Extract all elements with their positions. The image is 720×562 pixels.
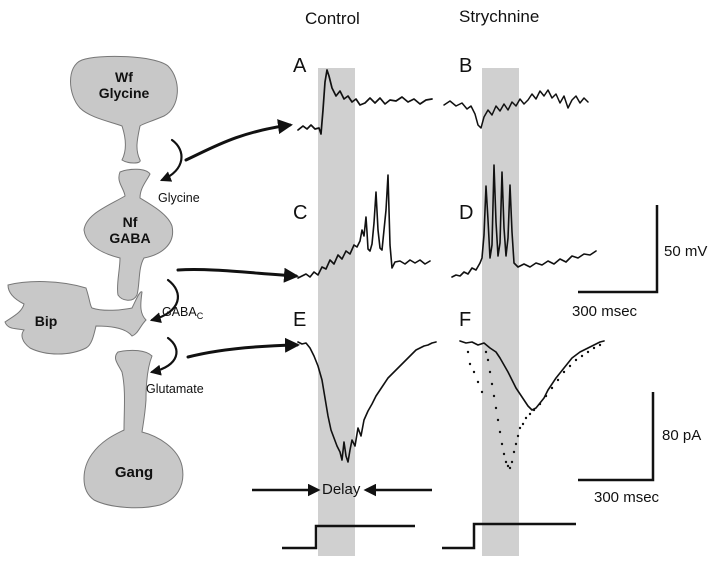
glycine-transmitter-label: Glycine <box>158 191 200 205</box>
panel-label-b: B <box>459 55 473 77</box>
glutamate-transmitter-label: Glutamate <box>146 382 204 396</box>
trace-b-strychnine-glycine <box>443 89 589 129</box>
strychnine-column-header: Strychnine <box>459 7 540 26</box>
panel-label-f: F <box>459 309 472 331</box>
current-scale-bar <box>578 392 655 482</box>
panel-label-e: E <box>293 309 307 331</box>
arrow-to-panel-c <box>176 267 299 283</box>
trace-d-strychnine-gaba <box>451 164 597 278</box>
recording-traces <box>297 69 605 463</box>
synapse-arrows <box>149 138 183 376</box>
nf-gaba-cell <box>83 168 174 301</box>
wf-cell-label: Wf Glycine <box>84 70 164 100</box>
trace-c-control-gaba <box>297 174 431 279</box>
trace-e-control-current <box>297 341 437 463</box>
glutamate-synapse-arrow <box>149 336 178 376</box>
panel-label-a: A <box>293 55 307 77</box>
control-shade-band <box>318 68 355 556</box>
voltage-amplitude-label: 50 mV <box>664 243 708 260</box>
current-amplitude-label: 80 pA <box>662 427 702 444</box>
control-column-header: Control <box>305 9 360 28</box>
voltage-time-label: 300 msec <box>572 303 638 320</box>
bip-cell-label: Bip <box>34 313 58 329</box>
arrow-to-panel-a <box>184 119 293 162</box>
gaba-c-main: GABA <box>162 305 197 319</box>
delay-label: Delay <box>322 481 361 498</box>
recording-arrows <box>176 119 300 359</box>
wf-cell-transmitter: Glycine <box>98 85 150 101</box>
nf-cell-label: Nf GABA <box>90 215 170 245</box>
current-time-label: 300 msec <box>594 489 660 506</box>
trace-f-strychnine-current <box>459 340 605 411</box>
trace-a-control-glycine <box>297 69 433 135</box>
wf-cell-name: Wf <box>115 69 133 85</box>
gang-cell-label: Gang <box>114 464 154 481</box>
stimulus-step-control <box>282 524 415 550</box>
gaba-c-subscript: C <box>196 311 204 321</box>
retinal-cell-schematic <box>4 55 184 509</box>
voltage-scale-bar <box>578 205 659 294</box>
strychnine-shade-band <box>482 68 519 556</box>
glycine-synapse-arrow <box>159 138 183 182</box>
nf-cell-name: Nf <box>122 214 138 230</box>
stimulus-step-strychnine <box>442 522 576 550</box>
panel-label-c: C <box>293 202 308 224</box>
gaba-c-transmitter-label: GABAC <box>162 306 203 321</box>
gaba-c-synapse-arrow <box>149 278 179 324</box>
trace-f-dotted-control-overlay <box>466 343 602 470</box>
bip-cell <box>4 281 147 355</box>
wf-glycine-cell <box>70 55 178 164</box>
arrow-to-panel-e <box>186 337 300 359</box>
panel-label-d: D <box>459 202 474 224</box>
gang-cell <box>83 349 184 509</box>
nf-cell-transmitter: GABA <box>109 230 151 246</box>
